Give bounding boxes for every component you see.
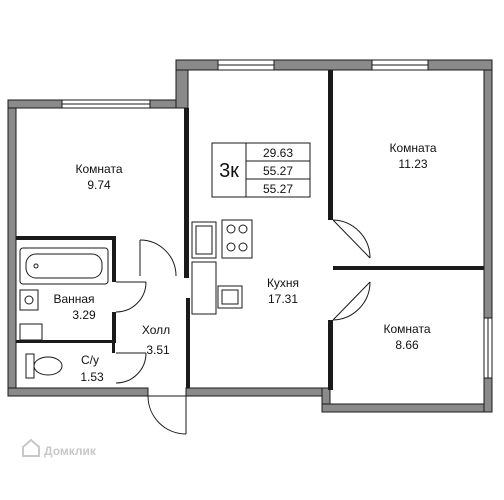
kitchen-area: 17.31 <box>268 292 298 306</box>
home-icon <box>22 438 40 457</box>
fridge <box>191 221 217 259</box>
living-area: 29.63 <box>263 146 293 160</box>
hall-name: Холл <box>142 323 170 337</box>
summary-table: 3к 29.63 55.27 55.27 <box>211 142 311 198</box>
hall-area: 3.51 <box>146 343 170 357</box>
doors <box>115 219 371 435</box>
toilet-name: С/у <box>81 353 99 367</box>
bathroom-area: 3.29 <box>72 308 96 322</box>
watermark-logo: Домклик <box>22 438 97 458</box>
washing-machine <box>19 323 43 341</box>
stove <box>221 219 253 259</box>
interior-walls <box>16 70 484 390</box>
bathtub <box>19 247 109 285</box>
kitchen-name: Кухня <box>267 276 299 290</box>
room3-name: Комната <box>384 322 431 336</box>
kitchen-counter <box>191 261 217 315</box>
room1-area: 9.74 <box>87 178 111 192</box>
toilet-fixture <box>25 353 63 379</box>
total-area-1: 55.27 <box>263 164 293 178</box>
windows <box>61 59 493 379</box>
room2-name: Комната <box>390 141 437 155</box>
sink-bathroom <box>19 289 39 311</box>
room2-area: 11.23 <box>398 157 427 171</box>
total-area-2: 55.27 <box>263 182 293 196</box>
rooms-count: 3к <box>219 160 239 182</box>
kitchen-sink <box>217 285 243 309</box>
room1-name: Комната <box>76 162 123 176</box>
room3-area: 8.66 <box>395 338 419 352</box>
bathroom-name: Ванная <box>53 292 94 306</box>
watermark-text: Домклик <box>44 444 97 458</box>
toilet-area: 1.53 <box>80 370 104 384</box>
